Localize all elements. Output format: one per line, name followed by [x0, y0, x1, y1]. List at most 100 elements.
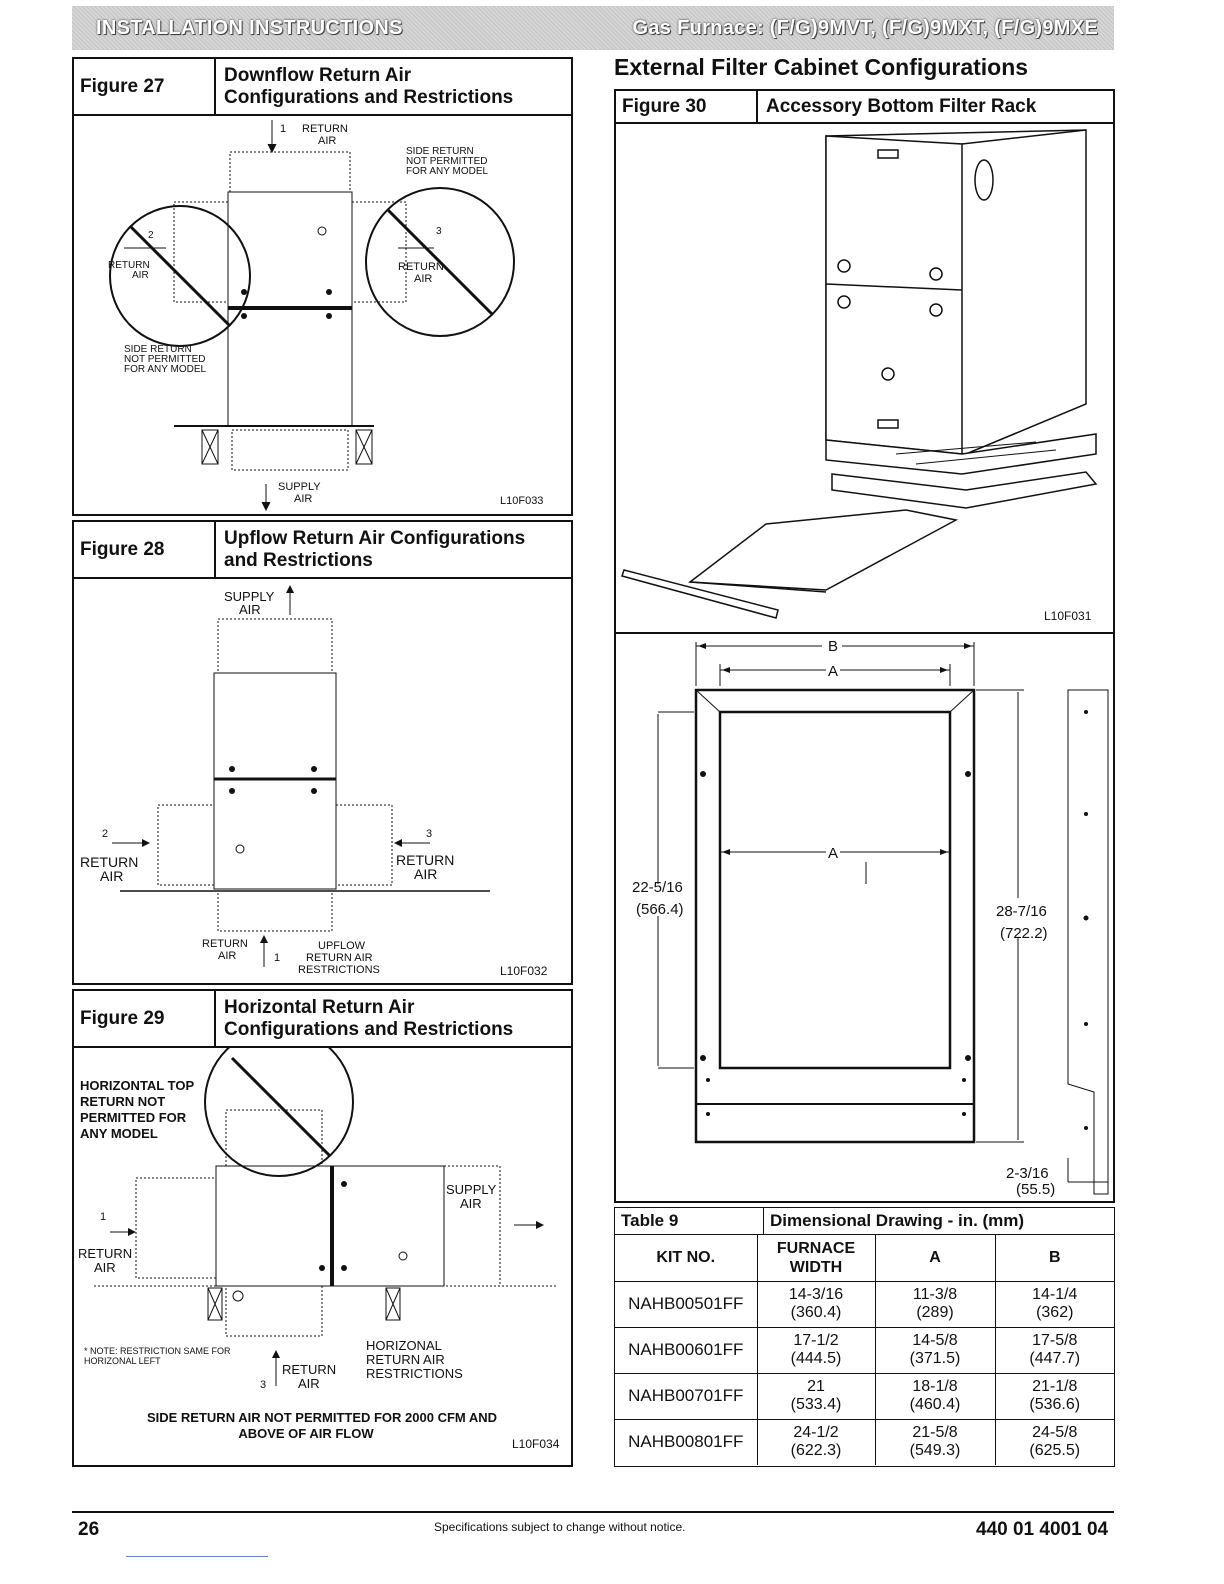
a-cell: 18-1/8(460.4): [874, 1372, 996, 1420]
fig28-return-left-2: AIR: [100, 868, 123, 884]
kit-number: NAHB00701FF: [615, 1372, 758, 1420]
figure-30-caption: Figure 30 Accessory Bottom Filter Rack: [616, 91, 1113, 124]
a-cell: 21-5/8(549.3): [874, 1418, 996, 1465]
figure-29-number: Figure 29: [74, 991, 216, 1046]
width-mm: (444.5): [790, 1350, 842, 1367]
page-number: 26: [78, 1519, 100, 1540]
figure-28-number: Figure 28: [74, 522, 216, 577]
figure-29-caption: Figure 29 Horizontal Return Air Configur…: [74, 991, 571, 1048]
furnace-width-cell: 24-1/2(622.3): [756, 1418, 876, 1465]
fig27-marker-2: 2: [148, 230, 154, 241]
fig29-return-bottom-2: AIR: [298, 1376, 320, 1391]
b-cell: 14-1/4(362): [994, 1280, 1114, 1328]
fig28-return-bottom-1: RETURN: [202, 938, 248, 950]
a-in: 18-1/8: [912, 1378, 958, 1395]
fig29-horiz-3: RESTRICTIONS: [366, 1366, 463, 1381]
table-row: NAHB00501FF 14-3/16(360.4) 11-3/8(289) 1…: [615, 1280, 1114, 1328]
kit-number: NAHB00601FF: [615, 1326, 758, 1374]
b-cell: 17-5/8(447.7): [994, 1326, 1114, 1374]
fig29-marker-3: 3: [260, 1379, 266, 1391]
dim-depth-mm: (55.5): [1016, 1181, 1055, 1198]
fig27-return-2: AIR: [318, 135, 336, 147]
figure-29-title-1: Horizontal Return Air: [224, 996, 415, 1018]
section-heading: External Filter Cabinet Configurations: [614, 54, 1029, 80]
fig27-marker-3: 3: [436, 226, 442, 237]
figure-27-caption: Figure 27 Downflow Return Air Configurat…: [74, 59, 571, 116]
a-mm: (289): [916, 1304, 954, 1321]
fig29-note-1: * NOTE: RESTRICTION SAME FOR: [84, 1346, 231, 1356]
footer-link-rule: [126, 1556, 268, 1557]
figure-27-diagram: 1 RETURN AIR SIDE RETURN NOT PERMITTED F…: [108, 120, 543, 512]
width-mm: (533.4): [790, 1396, 842, 1413]
width-in: 21: [807, 1378, 825, 1395]
fig28-upflow-1: UPFLOW: [318, 940, 366, 952]
fig28-marker-1: 1: [274, 952, 280, 964]
fig27-return-left-2: AIR: [132, 270, 149, 281]
fig27-return-right-1: RETURN: [398, 261, 444, 273]
b-mm: (625.5): [1029, 1442, 1081, 1460]
fig28-code: L10F032: [500, 964, 548, 978]
fig27-supply-1: SUPPLY: [278, 481, 321, 493]
figure-29-diagram: HORIZONTAL TOP RETURN NOT PERMITTED FOR …: [78, 1048, 560, 1451]
table-9: Table 9 Dimensional Drawing - in. (mm) K…: [614, 1207, 1115, 1467]
filter-rack-drawing: L10F031: [621, 129, 1098, 623]
kit-number: NAHB00801FF: [615, 1418, 758, 1465]
table-row: NAHB00701FF 21(533.4) 18-1/8(460.4) 21-1…: [615, 1372, 1114, 1420]
fig29-return-left-2: AIR: [94, 1260, 116, 1275]
fig29-return-left-1: RETURN: [78, 1246, 132, 1261]
table-row: NAHB00801FF 24-1/2(622.3) 21-5/8(549.3) …: [615, 1418, 1114, 1465]
width-mm: (622.3): [790, 1442, 842, 1460]
figure-29-title-2: Configurations and Restrictions: [224, 1018, 514, 1040]
kit-number: NAHB00501FF: [615, 1280, 758, 1328]
figure-28-diagram: SUPPLY AIR 2 RETURN AIR 3 RETURN AIR RET…: [80, 585, 548, 978]
b-mm: (447.7): [1029, 1350, 1081, 1367]
fig29-top-4: ANY MODEL: [80, 1126, 158, 1141]
footer-rule: [72, 1511, 1114, 1513]
page-header: INSTALLATION INSTRUCTIONS Gas Furnace: (…: [72, 6, 1114, 50]
width-in: 24-1/2: [793, 1424, 839, 1442]
figure-28-title-1: Upflow Return Air Configurations: [224, 527, 526, 549]
header-b: B: [994, 1235, 1114, 1282]
a-in: 11-3/8: [912, 1286, 958, 1303]
figure-30-title: Accessory Bottom Filter Rack: [766, 95, 1037, 117]
fig28-upflow-3: RESTRICTIONS: [298, 964, 380, 976]
fig28-return-right-1: RETURN: [396, 852, 454, 868]
fig29-top-1: HORIZONTAL TOP: [80, 1078, 194, 1093]
fig28-supply-1: SUPPLY: [224, 589, 275, 604]
fig27-return-left-1: RETURN: [108, 260, 150, 271]
header-kit: KIT NO.: [615, 1235, 758, 1282]
furnace-width-cell: 21(533.4): [756, 1372, 876, 1420]
figure-27-title-1: Downflow Return Air: [224, 64, 412, 86]
figure-28: Figure 28 Upflow Return Air Configuratio…: [72, 520, 573, 985]
figure-27: Figure 27 Downflow Return Air Configurat…: [72, 57, 573, 516]
header-a: A: [874, 1235, 996, 1282]
a-cell: 14-5/8(371.5): [874, 1326, 996, 1374]
dim-height-inner-mm: (566.4): [636, 901, 684, 918]
a-in: 21-5/8: [912, 1424, 958, 1442]
fig27-return-1: RETURN: [302, 123, 348, 135]
fig27-code: L10F033: [500, 495, 543, 507]
fig28-marker-3: 3: [426, 828, 432, 840]
furnace-width-cell: 17-1/2(444.5): [756, 1326, 876, 1374]
fig27-return-right-2: AIR: [414, 273, 432, 285]
dim-a-top-label: A: [828, 663, 838, 680]
fig28-return-left-1: RETURN: [80, 854, 138, 870]
table-9-title: Dimensional Drawing - in. (mm): [770, 1211, 1025, 1230]
dim-height-outer-mm: (722.2): [1000, 925, 1048, 942]
figure-27-title-2: Configurations and Restrictions: [224, 86, 514, 108]
dimension-table: KIT NO. FURNACE WIDTH A B NAHB00501FF 14…: [615, 1235, 1114, 1465]
table-9-label: Table 9: [615, 1208, 764, 1234]
dim-height-outer: 28-7/16: [996, 903, 1047, 920]
header-right: Gas Furnace: (F/G)9MVT, (F/G)9MXT, (F/G)…: [632, 16, 1098, 39]
figure-30: Figure 30 Accessory Bottom Filter Rack L…: [614, 89, 1115, 1203]
fig29-return-bottom-1: RETURN: [282, 1362, 336, 1377]
a-mm: (371.5): [909, 1350, 961, 1367]
a-mm: (549.3): [909, 1442, 961, 1460]
document-number: 440 01 4001 04: [976, 1519, 1109, 1540]
a-in: 14-5/8: [912, 1332, 958, 1349]
fig27-side-right-1: SIDE RETURN: [406, 146, 474, 157]
fig27-side-left-1: SIDE RETURN: [124, 344, 192, 355]
width-in: 17-1/2: [793, 1332, 839, 1349]
b-in: 14-1/4: [1032, 1286, 1078, 1303]
b-cell: 21-1/8(536.6): [994, 1372, 1114, 1420]
